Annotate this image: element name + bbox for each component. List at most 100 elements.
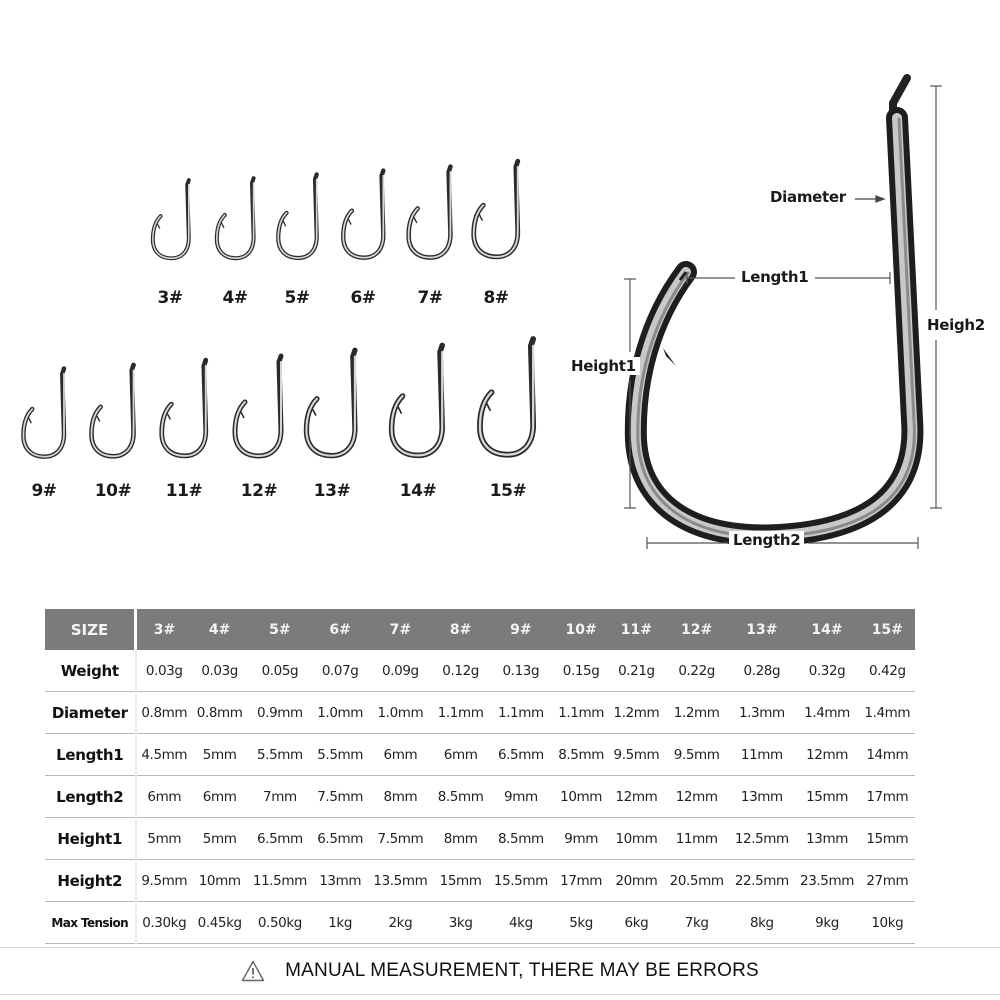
table-header-row: SIZE 3#4#5#6#7#8#9#10#11#12#13#14#15#: [45, 609, 915, 650]
table-cell: 4kg: [488, 901, 554, 944]
table-cell: 12mm: [608, 775, 665, 818]
size-column-header: 10#: [553, 609, 609, 650]
table-cell: 7.5mm: [312, 775, 368, 818]
table-cell: 27mm: [859, 859, 915, 902]
fish-hook-icon: [406, 164, 453, 260]
hook-size-label: 15#: [489, 481, 527, 501]
fish-hook-icon: [89, 362, 136, 459]
table-cell: 12.5mm: [729, 817, 795, 860]
hook-size-label: 5#: [284, 288, 310, 308]
table-cell: 23.5mm: [794, 859, 860, 902]
table-cell: 20.5mm: [664, 859, 730, 902]
hook-size-label: 13#: [313, 481, 351, 501]
table-cell: 13mm: [312, 859, 368, 902]
table-cell: 5.5mm: [247, 733, 313, 776]
hook-size-label: 12#: [240, 481, 278, 501]
table-cell: 9.5mm: [664, 733, 730, 776]
hook-size-label: 6#: [350, 288, 376, 308]
fish-hook-icon: [158, 357, 208, 459]
table-cell: 1.2mm: [664, 691, 730, 734]
table-cell: 0.28g: [729, 650, 795, 692]
hook-size-item: [156, 356, 223, 466]
table-cell: 14mm: [859, 733, 915, 776]
length2-dimension-line: [646, 537, 919, 549]
hook-size-label: 7#: [417, 288, 443, 308]
fish-hook-icon: [388, 342, 445, 459]
table-cell: 11mm: [664, 817, 730, 860]
hook-specification-table: SIZE 3#4#5#6#7#8#9#10#11#12#13#14#15# We…: [45, 609, 915, 944]
hook-size-item: [18, 365, 80, 466]
table-cell: 0.21g: [608, 650, 665, 692]
table-cell: 1.1mm: [553, 691, 609, 734]
table-cell: 5mm: [135, 817, 192, 860]
height1-label: Height1: [567, 357, 640, 375]
size-column-header: 14#: [794, 609, 860, 650]
hook-size-item: [229, 352, 299, 466]
size-column-header: 3#: [135, 609, 192, 650]
size-column-header: 5#: [247, 609, 313, 650]
table-cell: 0.09g: [367, 650, 433, 692]
table-cell: 8kg: [729, 901, 795, 944]
warning-triangle-icon: [241, 960, 265, 982]
diameter-label: Diameter: [766, 188, 850, 206]
table-cell: 10mm: [553, 775, 609, 818]
hook-size-label: 9#: [31, 481, 57, 501]
table-cell: 9.5mm: [135, 859, 192, 902]
table-cell: 3kg: [432, 901, 489, 944]
fish-hook-icon: [275, 172, 319, 261]
table-cell: 6.5mm: [312, 817, 368, 860]
table-cell: 0.32g: [794, 650, 860, 692]
hook-size-label: 14#: [399, 481, 437, 501]
hook-size-item: [473, 334, 554, 466]
table-cell: 5kg: [553, 901, 609, 944]
table-cell: 11mm: [729, 733, 795, 776]
hook-size-item: [86, 361, 150, 466]
hook-size-label: 11#: [165, 481, 203, 501]
table-cell: 6mm: [192, 775, 248, 818]
hook-size-item: [273, 171, 332, 267]
table-cell: 0.50kg: [247, 901, 313, 944]
table-cell: 1.1mm: [488, 691, 554, 734]
size-column-header: 9#: [488, 609, 554, 650]
table-cell: 0.03g: [192, 650, 248, 692]
hook-size-item: [148, 177, 203, 267]
size-column-header: 4#: [192, 609, 248, 650]
measurement-notice: MANUAL MEASUREMENT, THERE MAY BE ERRORS: [0, 947, 1000, 995]
table-cell: 1.4mm: [859, 691, 915, 734]
fish-hook-icon: [232, 353, 284, 459]
large-hook-icon: [624, 74, 924, 547]
size-header-cell: SIZE: [45, 609, 137, 650]
table-cell: 1.0mm: [312, 691, 368, 734]
fish-hook-icon: [303, 347, 358, 459]
table-cell: 12mm: [794, 733, 860, 776]
table-cell: 8.5mm: [432, 775, 489, 818]
table-cell: 1.3mm: [729, 691, 795, 734]
size-column-header: 11#: [608, 609, 665, 650]
row-label: Length2: [45, 775, 137, 818]
table-cell: 9mm: [553, 817, 609, 860]
table-cell: 5mm: [192, 817, 248, 860]
length1-label: Length1: [737, 268, 813, 286]
table-cell: 5.5mm: [312, 733, 368, 776]
table-cell: 13mm: [794, 817, 860, 860]
row-label: Weight: [45, 650, 137, 692]
hook-size-item: [300, 346, 374, 466]
table-cell: 15.5mm: [488, 859, 554, 902]
table-cell: 20mm: [608, 859, 665, 902]
length2-label: Length2: [729, 531, 805, 549]
notice-text: MANUAL MEASUREMENT, THERE MAY BE ERRORS: [285, 960, 759, 981]
table-cell: 6mm: [367, 733, 433, 776]
height1-dimension-line: [624, 278, 636, 509]
table-cell: 10kg: [859, 901, 915, 944]
table-cell: 13.5mm: [367, 859, 433, 902]
hook-size-label: 3#: [157, 288, 183, 308]
table-cell: 7kg: [664, 901, 730, 944]
table-cell: 1.1mm: [432, 691, 489, 734]
hook-size-label: 8#: [483, 288, 509, 308]
